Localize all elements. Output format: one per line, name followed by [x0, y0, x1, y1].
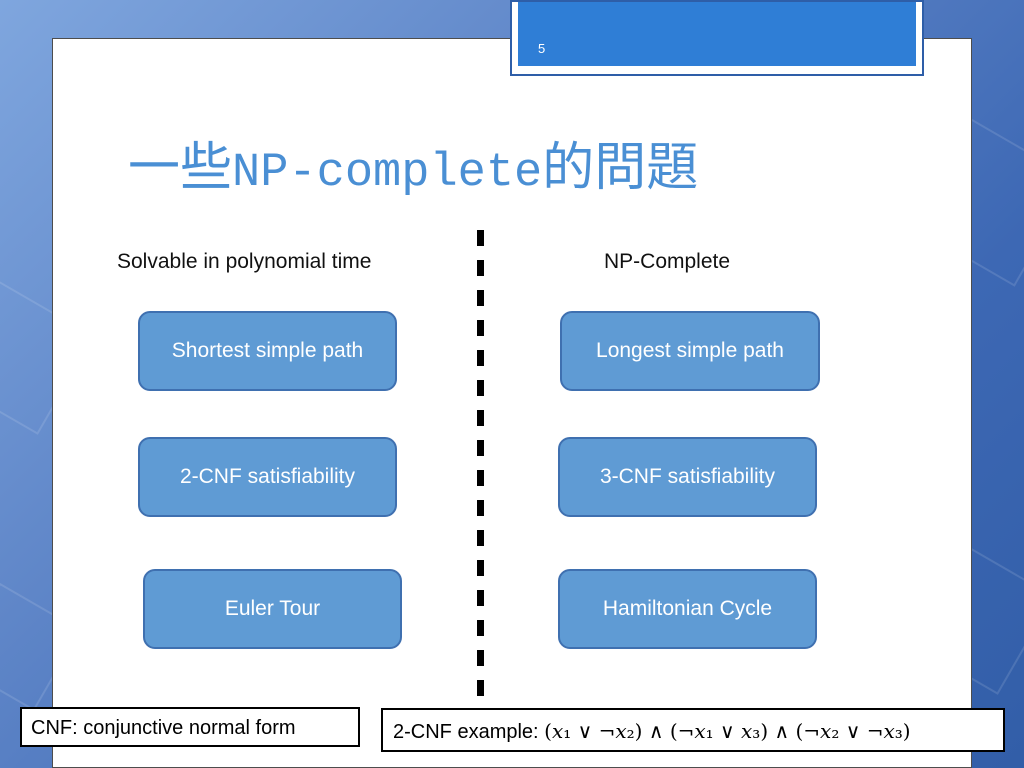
cnf-example-note: 2-CNF example: (𝑥₁ ∨ ¬𝑥₂) ∧ (¬𝑥₁ ∨ 𝑥₃) ∧…: [381, 708, 1005, 752]
cnf-definition-note: CNF: conjunctive normal form: [20, 707, 360, 747]
title-suffix: 的問題: [542, 138, 699, 198]
header-accent-fill: 5: [518, 2, 916, 66]
slide-title: 一些NP-complete的問題: [128, 136, 698, 206]
problem-box-3cnf-satisfiability: 3-CNF satisfiability: [558, 437, 817, 517]
cnf-example-formula: (𝑥₁ ∨ ¬𝑥₂) ∧ (¬𝑥₁ ∨ 𝑥₃) ∧ (¬𝑥₂ ∨ ¬𝑥₃): [544, 719, 911, 743]
problem-box-2cnf-satisfiability: 2-CNF satisfiability: [138, 437, 397, 517]
dashed-divider: [477, 230, 484, 700]
problem-box-hamiltonian-cycle: Hamiltonian Cycle: [558, 569, 817, 649]
np-complete-column-heading: NP-Complete: [604, 250, 731, 273]
problem-box-shortest-simple-path: Shortest simple path: [138, 311, 397, 391]
page-number: 5: [538, 41, 546, 56]
slide-header-bar: 5: [510, 0, 924, 76]
title-code: NP-complete: [232, 147, 543, 200]
problem-box-euler-tour: Euler Tour: [143, 569, 402, 649]
title-prefix: 一些: [128, 138, 233, 198]
problem-box-longest-simple-path: Longest simple path: [560, 311, 820, 391]
polynomial-column-heading: Solvable in polynomial time: [117, 250, 372, 273]
cnf-example-label: 2-CNF example:: [393, 721, 545, 743]
